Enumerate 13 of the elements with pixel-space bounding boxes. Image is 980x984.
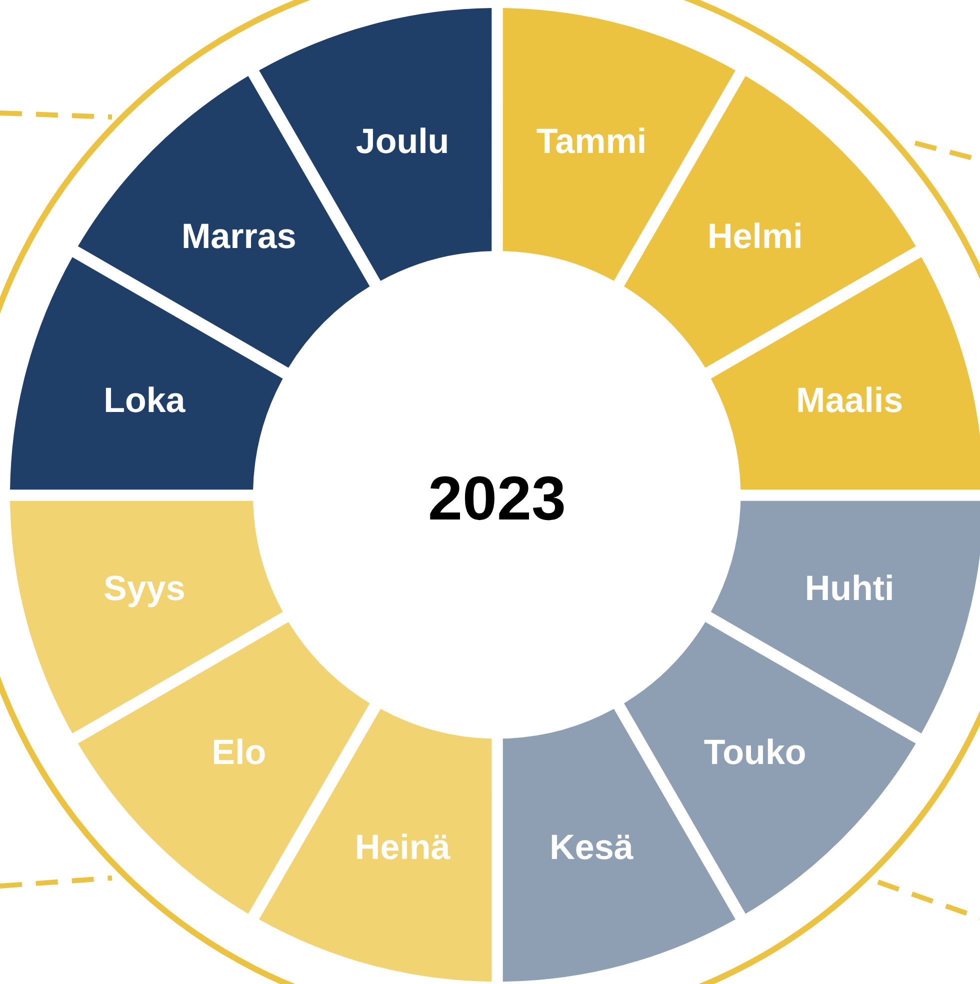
- month-label: Loka: [104, 380, 186, 421]
- month-label: Maalis: [796, 380, 904, 421]
- month-label: Heinä: [354, 828, 450, 868]
- year-label: 2023: [428, 464, 566, 534]
- month-label: Syys: [104, 569, 186, 610]
- month-label: Tammi: [536, 122, 647, 162]
- month-label: Marras: [182, 216, 296, 257]
- month-label: Touko: [704, 733, 806, 774]
- month-label: Joulu: [356, 122, 450, 162]
- month-label: Huhti: [804, 569, 894, 610]
- month-label: Elo: [212, 733, 266, 774]
- month-label: Kesä: [550, 828, 634, 868]
- month-label: Helmi: [707, 216, 803, 257]
